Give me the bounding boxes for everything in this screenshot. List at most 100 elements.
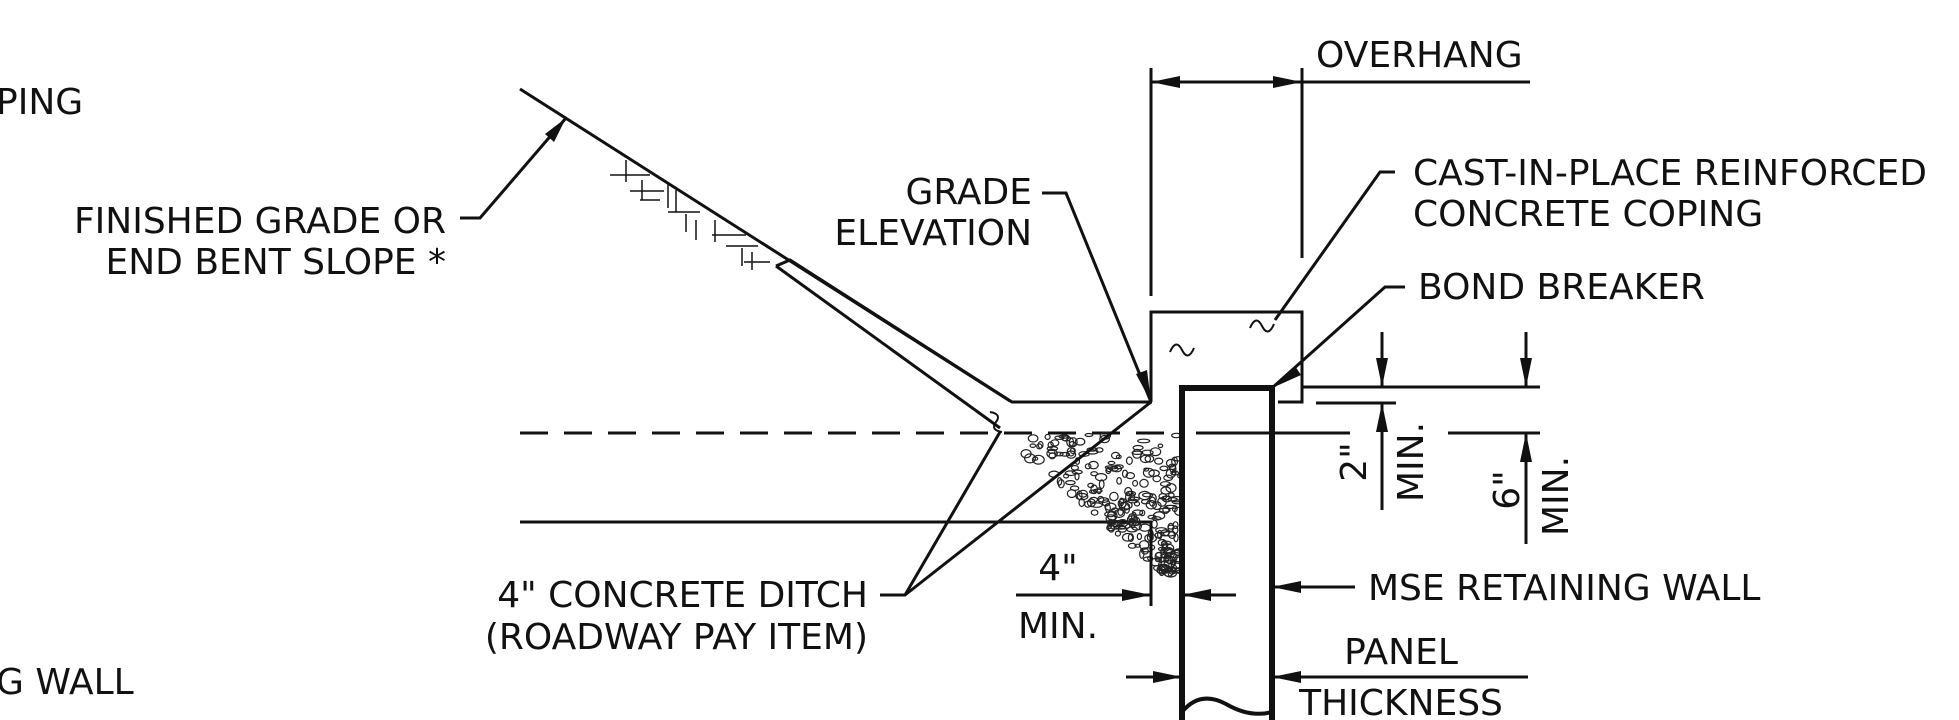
gravel-stone xyxy=(1149,447,1162,457)
gravel-stone xyxy=(1128,521,1141,527)
aggregate-fill xyxy=(1020,431,1185,578)
gravel-stone xyxy=(1106,467,1112,473)
gravel-stone xyxy=(1047,441,1054,449)
gravel-stone xyxy=(1131,450,1144,455)
gravel-stone xyxy=(1148,469,1160,478)
bond-breaker-label: BOND BREAKER xyxy=(1418,267,1705,308)
gravel-stone xyxy=(1172,521,1179,530)
gravel-stone xyxy=(1066,489,1077,499)
gravel-stone xyxy=(1170,470,1180,476)
gravel-stone xyxy=(1074,472,1080,481)
gravel-stone xyxy=(1036,443,1043,450)
gravel-stone xyxy=(1094,473,1108,482)
gravel-stone xyxy=(1106,510,1118,521)
gravel-stone xyxy=(1084,432,1094,438)
gravel-stone xyxy=(1104,465,1118,470)
gravel-stone xyxy=(1158,507,1171,513)
gravel-stone xyxy=(1153,457,1164,465)
gravel-stone xyxy=(1037,441,1044,449)
gravel-stone xyxy=(1141,449,1154,456)
gravel-stone xyxy=(1050,439,1060,447)
gravel-stone xyxy=(1095,447,1104,453)
gravel-stone xyxy=(1125,456,1133,466)
leader-cip-coping xyxy=(1273,170,1395,321)
gravel-stone xyxy=(1127,542,1137,549)
gravel-stone xyxy=(1084,463,1092,470)
gravel-stone xyxy=(1023,453,1036,464)
leader-bond-breaker xyxy=(1271,285,1405,390)
gravel-stone xyxy=(1131,509,1144,516)
gravel-stone xyxy=(1074,437,1086,446)
gravel-stone xyxy=(1031,454,1045,465)
gravel-stone xyxy=(1160,547,1166,556)
gravel-stone xyxy=(1126,526,1138,533)
panel-label-line1: PANEL xyxy=(1344,632,1458,673)
gravel-stone xyxy=(1139,478,1149,488)
wall-label-partial: G WALL xyxy=(0,662,134,703)
gravel-stone xyxy=(1137,438,1151,444)
gravel-stone xyxy=(1078,497,1086,508)
gravel-stone xyxy=(1106,524,1116,532)
gravel-stone xyxy=(1113,509,1125,518)
dim-6in-min xyxy=(1196,332,1540,544)
cip-coping-label-line1: CAST-IN-PLACE REINFORCED xyxy=(1413,153,1927,194)
gravel-stone xyxy=(1065,480,1076,486)
gravel-stone xyxy=(1160,529,1170,537)
gravel-stone xyxy=(1098,479,1105,490)
gravel-stone xyxy=(1162,506,1170,515)
slope-hatch-marks xyxy=(610,160,770,270)
gravel-stone xyxy=(1117,522,1131,530)
gravel-stone xyxy=(1132,479,1139,487)
overhang-label: OVERHANG xyxy=(1316,35,1523,76)
gravel-stone xyxy=(1065,450,1077,459)
dim-2in-min xyxy=(1302,332,1540,510)
gravel-stone xyxy=(1092,488,1103,493)
gravel-stone xyxy=(1171,564,1178,572)
gravel-stone xyxy=(1029,443,1037,449)
grade-elevation-label-line2: ELEVATION xyxy=(834,213,1032,254)
dim-4in-min xyxy=(1016,522,1236,606)
gravel-stone xyxy=(1167,497,1178,502)
gravel-stone xyxy=(1046,448,1058,459)
gravel-stone xyxy=(1160,486,1172,495)
gravel-stone xyxy=(1064,470,1077,477)
gravel-stone xyxy=(1125,472,1136,480)
gravel-stone xyxy=(1104,502,1117,511)
overhang-dimension xyxy=(1149,68,1530,296)
gravel-stone xyxy=(1068,437,1078,448)
gravel-stone xyxy=(1157,538,1167,547)
gravel-stone xyxy=(1159,481,1172,487)
gravel-stone xyxy=(1056,476,1063,486)
gravel-stone xyxy=(1057,479,1065,489)
coping-label-partial: PING xyxy=(0,82,83,123)
panel-label-line2: THICKNESS xyxy=(1298,683,1503,720)
gravel-stone xyxy=(1061,434,1069,442)
gravel-stone xyxy=(1173,533,1179,543)
gravel-stone xyxy=(1113,464,1124,470)
gravel-stone xyxy=(1116,477,1122,485)
gravel-stone xyxy=(1127,533,1135,543)
gravel-stone xyxy=(1115,454,1122,460)
gravel-stone xyxy=(1169,552,1178,562)
gravel-stone xyxy=(1165,468,1176,479)
gravel-stone xyxy=(1090,502,1103,508)
finished-grade-slope xyxy=(519,87,1152,430)
gravel-stone xyxy=(1143,467,1150,472)
gravel-stone xyxy=(1086,498,1096,508)
gravel-stone xyxy=(1167,566,1177,575)
gravel-stone xyxy=(1087,482,1095,488)
mse-wall-label: MSE RETAINING WALL xyxy=(1368,568,1760,609)
gravel-stone xyxy=(1157,443,1164,449)
gravel-stone xyxy=(1044,433,1051,440)
gravel-stone xyxy=(1059,451,1071,457)
gravel-stone xyxy=(1140,499,1151,505)
mse-wall-panel xyxy=(1179,385,1275,720)
dim-4in-value: 4" xyxy=(1038,548,1077,589)
gravel-stone xyxy=(1144,454,1155,463)
leader-mse-wall xyxy=(1272,581,1355,593)
finished-grade-label-line1: FINISHED GRADE OR xyxy=(74,201,446,242)
gravel-stone xyxy=(1090,471,1098,477)
gravel-stone xyxy=(1107,460,1116,466)
gravel-stone xyxy=(1121,532,1134,542)
